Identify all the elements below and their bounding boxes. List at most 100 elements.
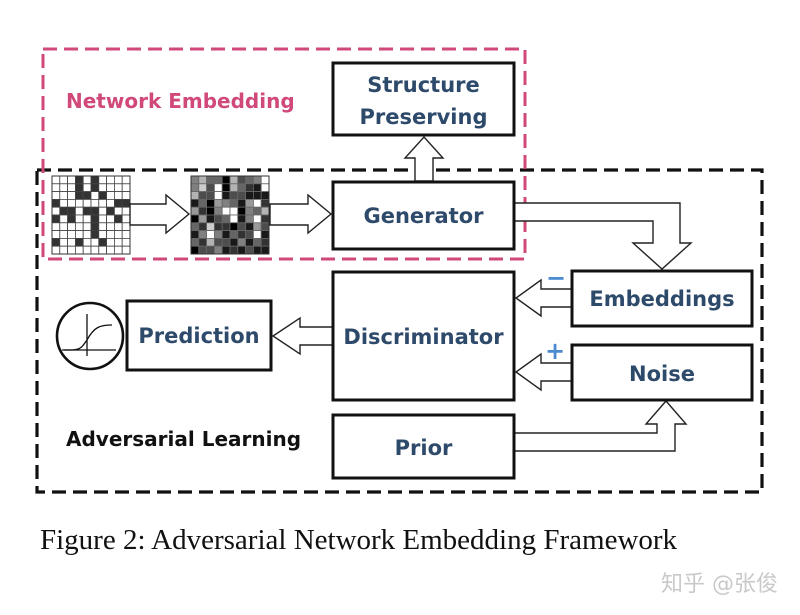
weighted-adjacency-matrix (190, 175, 270, 255)
matrix-cell (252, 198, 262, 208)
matrix-cell (237, 230, 247, 239)
matrix-cell (51, 175, 61, 185)
matrix-cell (98, 175, 108, 185)
matrix-cell (67, 206, 76, 216)
structure-preserving-box: Structure Preserving (331, 61, 516, 137)
matrix-cell (245, 198, 254, 208)
matrix-cell (237, 191, 247, 200)
matrix-cell (221, 175, 231, 185)
matrix-cell (190, 183, 200, 193)
matrix-cell (106, 198, 115, 208)
matrix-cell (190, 175, 200, 185)
matrix-cell (75, 198, 84, 208)
matrix-cell (198, 183, 208, 193)
matrix-cell (221, 237, 231, 247)
watermark: 知乎 @张俊 (661, 572, 778, 597)
matrix-cell (229, 191, 239, 200)
matrix-cell (198, 175, 208, 185)
matrix-cell (229, 237, 239, 247)
structure-preserving-line2: Preserving (360, 105, 488, 129)
sigmoid-curve-icon (55, 301, 125, 371)
matrix-cell (59, 175, 68, 185)
matrix-cell (106, 191, 115, 200)
matrix-cell (106, 245, 115, 255)
embeddings-box: Embeddings (570, 269, 754, 328)
matrix-cell (51, 245, 61, 255)
matrix-cell (59, 198, 68, 208)
matrix-cell (90, 245, 100, 255)
matrix-cell (221, 245, 231, 255)
matrix-cell (67, 183, 76, 193)
matrix-cell (237, 214, 247, 224)
matrix-cell (213, 245, 223, 255)
matrix-cell (106, 214, 115, 224)
matrix-cell (260, 198, 270, 208)
matrix-cell (75, 175, 84, 185)
matrix-cell (252, 237, 262, 247)
matrix-cell (90, 237, 100, 247)
matrix-cell (221, 183, 231, 193)
matrix-cell (206, 230, 215, 239)
matrix-cell (198, 198, 208, 208)
matrix-cell (75, 222, 84, 232)
matrix-cell (190, 237, 200, 247)
matrix-cell (245, 237, 254, 247)
matrix-cell (51, 214, 61, 224)
matrix-cell (245, 191, 254, 200)
matrix-cell (229, 198, 239, 208)
matrix-cell (245, 222, 254, 232)
matrix-cell (90, 214, 100, 224)
prediction-box: Prediction (125, 299, 273, 372)
matrix-cell (252, 175, 262, 185)
matrix-cell (59, 237, 68, 247)
matrix-cell (75, 191, 84, 200)
matrix-cell (213, 230, 223, 239)
matrix-cell (260, 245, 270, 255)
matrix-cell (245, 245, 254, 255)
matrix-cell (82, 175, 92, 185)
matrix-cell (90, 206, 100, 216)
matrix-cell (213, 206, 223, 216)
matrix-cell (114, 222, 123, 232)
matrix-cell (198, 237, 208, 247)
matrix-cell (252, 206, 262, 216)
matrix-cell (206, 191, 215, 200)
matrix-cell (121, 214, 131, 224)
matrix-cell (59, 230, 68, 239)
matrix-cell (51, 206, 61, 216)
matrix-cell (98, 198, 108, 208)
matrix-cell (98, 222, 108, 232)
matrix-cell (213, 175, 223, 185)
matrix-cell (82, 206, 92, 216)
matrix-cell (198, 206, 208, 216)
arrow-prior-to-noise (513, 399, 688, 452)
generator-box: Generator (331, 180, 516, 251)
network-embedding-label: Network Embedding (66, 89, 295, 113)
matrix-cell (237, 175, 247, 185)
matrix-cell (75, 245, 84, 255)
matrix-cell (114, 206, 123, 216)
matrix-cell (229, 175, 239, 185)
matrix-cell (229, 222, 239, 232)
matrix-cell (206, 206, 215, 216)
matrix-cell (121, 230, 131, 239)
matrix-cell (245, 230, 254, 239)
matrix-cell (260, 191, 270, 200)
matrix-cell (121, 206, 131, 216)
matrix-cell (121, 183, 131, 193)
matrix-cell (59, 206, 68, 216)
matrix-cell (67, 230, 76, 239)
embeddings-label: Embeddings (589, 287, 734, 311)
matrix-cell (121, 237, 131, 247)
matrix-cell (221, 198, 231, 208)
matrix-cell (237, 198, 247, 208)
matrix-cell (260, 183, 270, 193)
matrix-cell (198, 191, 208, 200)
noise-box: Noise (570, 343, 754, 402)
matrix-cell (98, 206, 108, 216)
matrix-cell (75, 237, 84, 247)
matrix-cell (206, 198, 215, 208)
matrix-cell (245, 175, 254, 185)
matrix-cell (82, 191, 92, 200)
matrix-cell (206, 214, 215, 224)
